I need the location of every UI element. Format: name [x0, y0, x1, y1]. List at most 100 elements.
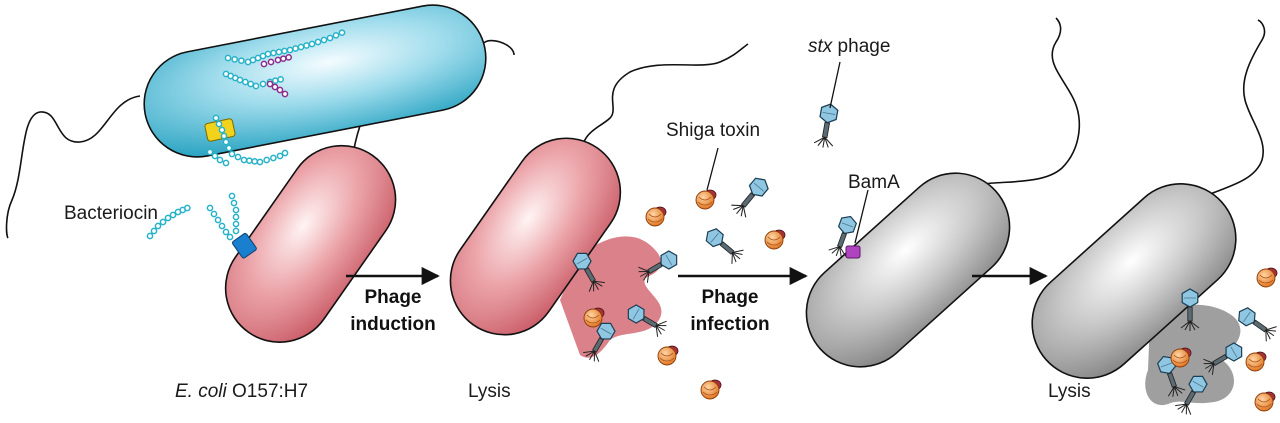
phage-fiber: [583, 350, 595, 354]
bacteriocin-bead: [220, 132, 228, 140]
bacteriocin-bead: [271, 83, 279, 91]
phage-fiber: [731, 204, 744, 207]
phage-fiber: [643, 271, 650, 281]
bama-pointer: [854, 189, 869, 244]
bacteriocin-bead: [276, 86, 284, 94]
label-step1-line1: Phage: [364, 287, 421, 308]
shiga-toxin-pointer: [706, 147, 719, 191]
bacteriocin-bead: [210, 210, 218, 218]
label-stx-phage: stx phage: [808, 36, 890, 57]
bacteriocin-bead: [281, 149, 289, 157]
producer-cell: [143, 4, 487, 158]
bacteriocin-bead: [281, 47, 288, 55]
bacteriocin-bead: [281, 90, 289, 98]
phage-fiber: [736, 205, 744, 215]
label-ecoli-strain: E. coli O157:H7: [175, 381, 308, 402]
phage-fiber: [1177, 403, 1187, 410]
bacteriocin-bead: [222, 159, 230, 167]
lysing-infected-cell: [1031, 183, 1241, 406]
phage-tail: [584, 267, 596, 283]
bacteriocin-chain: [224, 29, 346, 66]
phage-fiber: [638, 271, 649, 273]
bacteriocin-bead: [225, 144, 233, 152]
phage-fiber: [1174, 386, 1186, 391]
phage-fiber: [646, 271, 650, 283]
bacteriocin-bead: [146, 232, 154, 240]
stx-phage-pointer: [829, 61, 841, 109]
bacteriocin-bead: [271, 77, 279, 85]
phage-fiber: [655, 325, 659, 337]
phage-fiber: [824, 137, 829, 148]
phage-particle: [1238, 307, 1277, 342]
bacteriocin-bead: [314, 38, 322, 46]
phage-fiber: [588, 280, 594, 292]
phage-fiber: [1174, 386, 1183, 394]
shiga-toxin-molecule: [1256, 267, 1278, 288]
phage-fiber: [1185, 404, 1187, 415]
bacteriocin-chains: [146, 29, 346, 241]
bacteriocin-bead: [275, 48, 283, 56]
bacteriocin-bead: [263, 156, 271, 164]
shiga-toxin-molecule: [1254, 391, 1276, 412]
bacteriocin-bead: [277, 75, 285, 83]
phage-fiber: [589, 350, 595, 360]
bacteriocin-bead: [154, 222, 162, 230]
bacteriocin-bead: [270, 49, 277, 57]
bacteriocin-bead: [232, 220, 240, 228]
phage-fiber: [593, 281, 595, 292]
phage-fiber: [1172, 386, 1175, 397]
bacteriocin-bead: [274, 56, 282, 64]
phage-fiber: [655, 320, 667, 326]
phage-fiber: [585, 350, 595, 357]
phage-fiber: [1203, 363, 1214, 365]
bacteriocin-bead: [218, 126, 226, 134]
bacteriocin-bead: [232, 213, 240, 221]
phage-particle: [627, 304, 667, 337]
bacteriocin-bead: [286, 46, 294, 54]
phage-fiber: [732, 252, 741, 260]
phage-fiber: [594, 350, 600, 362]
phage-particles: [572, 103, 1277, 415]
bacteriocin-bead: [150, 227, 158, 235]
shiga-toxin-molecule: [657, 345, 679, 366]
phage-fiber: [831, 246, 840, 254]
gray2-flagellum: [1204, 19, 1266, 197]
bacteriocin-bead: [292, 45, 299, 52]
producer-cell-body: [143, 4, 487, 158]
phage-fiber: [1167, 386, 1175, 397]
bacteriocin-bead: [320, 36, 328, 44]
phage-particle: [572, 252, 605, 292]
bacteriocin-bead: [211, 152, 219, 160]
shiga-toxin-molecule: [764, 229, 786, 250]
phage-fiber: [593, 351, 595, 362]
infected-cell: [805, 172, 1011, 368]
phage-fiber: [732, 252, 743, 255]
phage-tail: [1252, 319, 1268, 333]
phage-fiber: [1189, 320, 1196, 331]
phage-fiber: [1265, 329, 1277, 332]
phage-fiber: [655, 325, 662, 335]
phage-fiber: [1181, 403, 1187, 413]
phage-fiber: [1208, 363, 1215, 373]
phage-particle: [638, 250, 678, 283]
label-lysis-1: Lysis: [468, 381, 511, 402]
phage-fiber: [817, 136, 826, 146]
bacteriocin-bead: [285, 53, 293, 61]
label-bama: BamA: [848, 172, 900, 193]
bacteriocin-bead: [232, 227, 240, 235]
bacteriocin-bead: [276, 152, 284, 160]
phage-fiber: [1265, 329, 1271, 340]
phage-fiber: [732, 205, 744, 210]
phage-fiber: [835, 246, 841, 257]
phage-fiber: [824, 136, 834, 147]
phage-tail: [837, 232, 847, 248]
phage-tail: [719, 241, 735, 255]
phage-fiber: [1180, 320, 1191, 329]
label-step2-line2: infection: [690, 314, 769, 335]
phage-particle: [731, 177, 769, 218]
label-stx-italic: stx: [808, 36, 834, 57]
phage-tail: [592, 337, 604, 353]
phage-fiber: [640, 271, 650, 277]
phage-particle: [828, 215, 858, 257]
